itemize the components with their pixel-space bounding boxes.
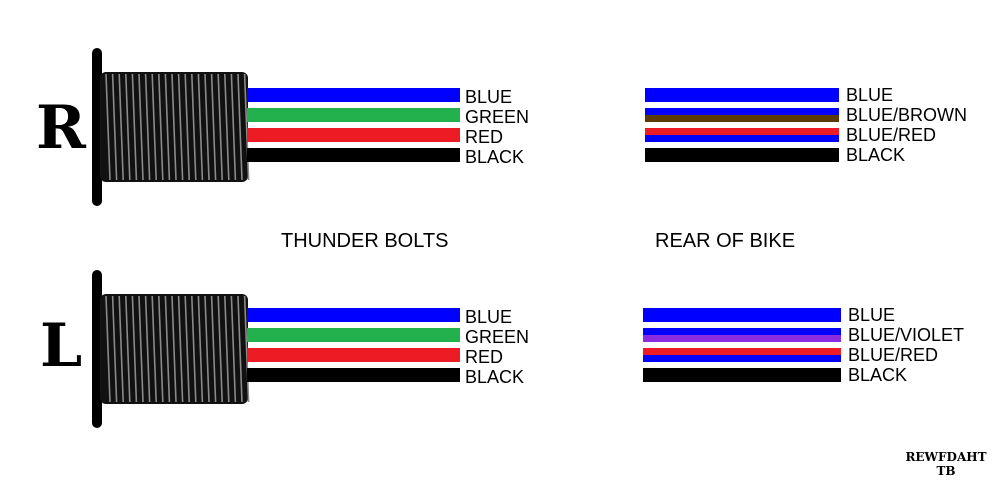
rear-wire-band bbox=[645, 88, 839, 102]
connector-thread bbox=[171, 295, 177, 403]
connector-wire-black bbox=[247, 368, 460, 382]
rear-wire-label: BLACK bbox=[846, 145, 906, 165]
rear-wire-black bbox=[645, 148, 839, 162]
signature: REWFDAHT TB bbox=[900, 450, 992, 478]
rear-wire-band bbox=[643, 348, 841, 355]
connector-thread bbox=[191, 295, 197, 403]
connector-wire-label: BLACK bbox=[465, 367, 525, 387]
title-thunder-bolts: THUNDER BOLTS bbox=[281, 230, 449, 252]
rear-wire-band bbox=[645, 135, 839, 142]
connector-thread bbox=[191, 73, 197, 181]
rear-wire-label: BLUE bbox=[846, 85, 894, 105]
connector-plug-r bbox=[92, 48, 250, 206]
connector-thread bbox=[131, 73, 138, 181]
connector-thread bbox=[224, 73, 230, 181]
connector-thread bbox=[144, 295, 151, 403]
connector-wire-label: RED bbox=[465, 347, 504, 367]
connector-flange bbox=[92, 48, 102, 206]
rear-wire-blue-violet bbox=[643, 328, 841, 342]
connector-thread bbox=[151, 73, 157, 181]
rear-wire-label: BLUE/RED bbox=[846, 125, 937, 145]
rear-wire-label: BLUE bbox=[848, 305, 896, 325]
rear-wire-band bbox=[645, 148, 839, 162]
connector-wire-label: BLACK bbox=[465, 147, 525, 167]
title-rear-of-bike: REAR OF BIKE bbox=[655, 230, 796, 252]
connector-wire-label: RED bbox=[465, 127, 504, 147]
rear-wire-blue-red bbox=[643, 348, 841, 362]
side-letter-l: L bbox=[40, 311, 83, 381]
connector-wire-black bbox=[247, 148, 460, 162]
rear-wire-label: BLACK bbox=[848, 365, 908, 385]
rear-wire-label: BLUE/VIOLET bbox=[848, 325, 965, 345]
connector-wire-red bbox=[247, 128, 460, 142]
connector-thread bbox=[184, 73, 190, 181]
connector-plug-l bbox=[92, 270, 250, 428]
connector-thread bbox=[217, 295, 223, 403]
connector-wire-green bbox=[247, 108, 460, 122]
connector-thread bbox=[105, 73, 111, 181]
rear-wire-band bbox=[645, 115, 839, 122]
connector-thread bbox=[197, 295, 204, 403]
connector-thread bbox=[164, 295, 171, 403]
connector-thread bbox=[171, 73, 177, 181]
connector-wire-green bbox=[247, 328, 460, 342]
rear-wire-blue-red bbox=[645, 128, 839, 142]
connector-thread bbox=[118, 73, 124, 181]
rear-wire-blue bbox=[645, 88, 839, 102]
connector-thread bbox=[243, 73, 250, 181]
connector-thread bbox=[177, 73, 184, 181]
rear-wire-band bbox=[643, 308, 841, 322]
connector-thread bbox=[158, 295, 164, 403]
rear-wire-band bbox=[643, 328, 841, 335]
connector-thread bbox=[184, 295, 190, 403]
side-letter-r: R bbox=[36, 93, 86, 163]
connector-thread bbox=[151, 295, 157, 403]
connector-thread bbox=[230, 73, 237, 181]
connector-thread bbox=[177, 295, 184, 403]
connector-thread bbox=[131, 295, 138, 403]
connector-thread bbox=[243, 295, 250, 403]
rear-wire-band bbox=[643, 355, 841, 362]
connector-thread bbox=[217, 73, 223, 181]
connector-wire-red bbox=[247, 348, 460, 362]
connector-thread bbox=[118, 295, 124, 403]
rear-wire-label: BLUE/RED bbox=[848, 345, 939, 365]
connector-thread bbox=[224, 295, 230, 403]
connector-flange bbox=[92, 270, 102, 428]
connector-thread bbox=[230, 295, 237, 403]
connector-wire-label: BLUE bbox=[465, 87, 513, 107]
rear-wire-band bbox=[645, 108, 839, 115]
rear-wire-band bbox=[643, 335, 841, 342]
connector-thread bbox=[105, 295, 111, 403]
connector-thread bbox=[111, 295, 118, 403]
rear-wire-label: BLUE/BROWN bbox=[846, 105, 968, 125]
connector-thread bbox=[158, 73, 164, 181]
signature-line-2: TB bbox=[936, 464, 956, 478]
connector-thread bbox=[125, 295, 131, 403]
connector-wire-label: BLUE bbox=[465, 307, 513, 327]
connector-thread bbox=[164, 73, 171, 181]
connector-thread bbox=[237, 295, 243, 403]
signature-line-1: REWFDAHT bbox=[905, 450, 987, 464]
connector-thread bbox=[125, 73, 131, 181]
connector-thread bbox=[144, 73, 151, 181]
connector-thread bbox=[204, 295, 210, 403]
rear-wire-blue bbox=[643, 308, 841, 322]
connector-thread bbox=[138, 73, 144, 181]
connector-wire-label: GREEN bbox=[465, 107, 530, 127]
rear-wire-blue-brown bbox=[645, 108, 839, 122]
rear-wire-black bbox=[643, 368, 841, 382]
connector-thread bbox=[210, 295, 217, 403]
connector-thread bbox=[197, 73, 204, 181]
rear-wire-band bbox=[645, 128, 839, 135]
connector-thread bbox=[237, 73, 243, 181]
rear-wire-band bbox=[643, 368, 841, 382]
connector-thread bbox=[111, 73, 118, 181]
connector-thread bbox=[210, 73, 217, 181]
connector-thread bbox=[204, 73, 210, 181]
connector-thread bbox=[138, 295, 144, 403]
connector-wire-blue bbox=[247, 308, 460, 322]
connector-wire-label: GREEN bbox=[465, 327, 530, 347]
connector-wire-blue bbox=[247, 88, 460, 102]
